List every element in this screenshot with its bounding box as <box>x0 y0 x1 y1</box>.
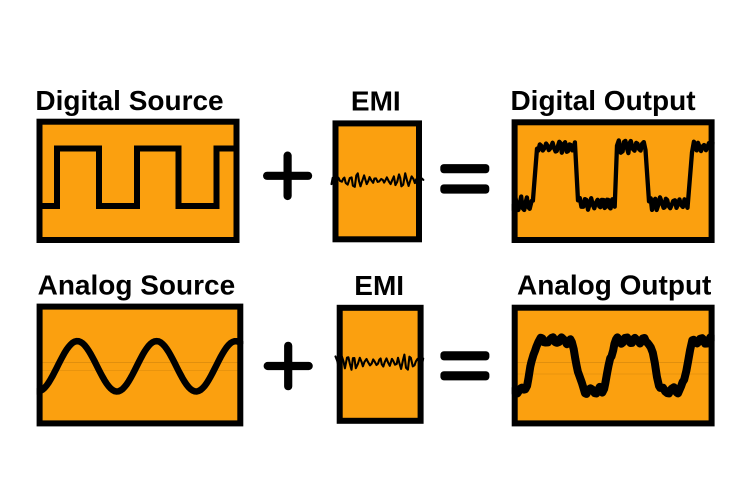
svg-text:Digital Output: Digital Output <box>510 85 695 116</box>
svg-text:EMI: EMI <box>351 85 401 116</box>
svg-text:EMI: EMI <box>354 270 404 301</box>
svg-text:Digital Source: Digital Source <box>35 85 223 116</box>
svg-text:Analog Source: Analog Source <box>38 270 236 301</box>
svg-text:Analog Output: Analog Output <box>517 270 711 301</box>
